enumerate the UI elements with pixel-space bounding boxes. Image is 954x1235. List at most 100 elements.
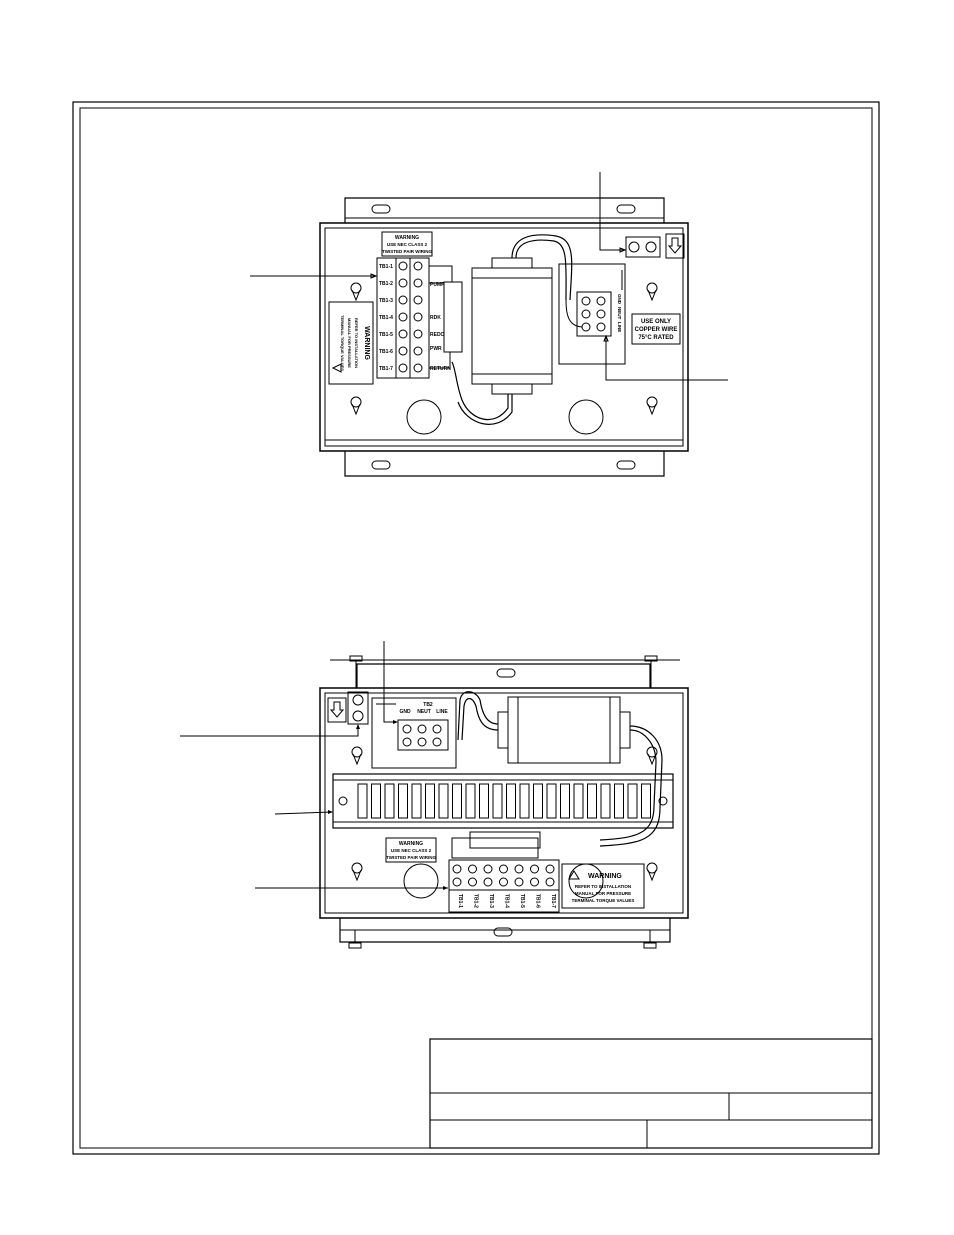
tb1-terminal-label: TB1-4: [504, 894, 510, 908]
bottom-enclosure: TB2 GND NEUT LINE WARNING USE NEC CLASS …: [180, 641, 689, 949]
rail-terminal-slot: [641, 783, 651, 819]
sheet-outer-border: [72, 101, 880, 1155]
tb1-terminal-label: TB1-3: [488, 894, 494, 908]
tb2-gnd-label: GND: [399, 709, 411, 715]
torque-warning-title: WARNING: [363, 326, 370, 360]
nec-warning-line2: TWISTED PAIR WIRING: [382, 249, 432, 254]
nec-warning-line1: USE NEC CLASS 2: [387, 242, 428, 247]
bottom-box-outline: [319, 687, 689, 919]
rail-terminal-slot: [479, 783, 489, 819]
torque-warning-line2: MANUAL FOR PRESSURE: [347, 318, 352, 368]
ground-arrow-icon: [667, 237, 683, 254]
ground-arrow-icon: [329, 701, 345, 718]
rail-terminal-slot: [560, 783, 570, 819]
ground-lug: [625, 236, 661, 258]
torque-warning-line3: TERMINAL TORQUE VALUES: [340, 315, 345, 371]
tb2-line-label: LINE: [617, 322, 622, 332]
tb1-terminal-screws: [398, 261, 423, 373]
tb1-terminal-screw: [545, 864, 555, 874]
tb1-terminal-screw: [530, 877, 539, 887]
rail-terminal-slot: [465, 783, 476, 819]
rdk-label: RDK: [430, 315, 441, 321]
nec-warning-line1: USE NEC CLASS 2: [391, 848, 432, 853]
ground-lug: [347, 691, 369, 725]
tb1-terminal-screw: [468, 877, 477, 887]
tb1-2-label: TB1-2: [379, 281, 393, 287]
top-box-outline: [319, 222, 689, 452]
title-block: [429, 1038, 873, 1149]
rail-terminal-slot: [371, 783, 381, 819]
rail-terminal-slot: [452, 783, 462, 819]
leader-din-rail: [274, 811, 333, 815]
rail-terminal-slot: [614, 783, 624, 819]
tb1-terminal-screw: [499, 877, 508, 887]
rail-terminal-slot: [506, 783, 516, 819]
knockout: [568, 399, 604, 435]
tb1-terminal-screw: [545, 877, 555, 887]
tb2-terminal-block: [576, 291, 612, 337]
tb1-terminal-screw: [499, 864, 508, 874]
rail-terminal-slot: [411, 783, 422, 819]
torque-warning-line1: REFER TO INSTALLATION: [354, 318, 359, 368]
tb1-5-label: TB1-5: [379, 332, 393, 338]
top-enclosure: WARNING USE NEC CLASS 2 TWISTED PAIR WIR…: [250, 172, 728, 477]
rail-terminal-slot: [600, 783, 611, 819]
torque-warning-line1: REFER TO INSTALLATION: [575, 884, 631, 889]
leader-ground-lug: [599, 172, 624, 251]
tb1-6-label: TB1-6: [379, 349, 393, 355]
tb1-1-label: TB1-1: [379, 264, 393, 270]
tb1-terminal-screw: [483, 864, 493, 874]
rail-terminal-slot: [357, 783, 368, 819]
copper-label-line3: 75°C RATED: [638, 335, 674, 341]
copper-label-line2: COPPER WIRE: [635, 327, 678, 333]
tb1-terminal-label: TB1-5: [519, 894, 525, 908]
tb2-neut-label: NEUT: [417, 709, 431, 715]
tb1-terminal-label: TB1-1: [457, 894, 463, 908]
rail-terminal-slot: [533, 783, 543, 819]
torque-warning-line2: MANUAL FOR PRESSURE: [575, 891, 631, 896]
transformer: [471, 267, 553, 385]
rail-terminal-slot: [519, 783, 530, 819]
relay-module: [443, 281, 463, 353]
relay-module: [469, 831, 541, 849]
tb2-mount: [558, 263, 626, 365]
leader-tb2: [605, 337, 728, 381]
pwr-label: PWR: [430, 346, 442, 352]
warning-triangle-icon: [331, 363, 342, 373]
tb2-neut-label: NEUT: [617, 307, 622, 320]
nec-warning-line2: TWISTED PAIR WIRING: [386, 855, 436, 860]
torque-warning-title: WARNING: [588, 873, 622, 880]
torque-warning-line3: TERMINAL TORQUE VALUES: [572, 898, 635, 903]
redo-label: REDO: [430, 332, 445, 338]
rail-terminal-slot: [627, 783, 638, 819]
tb1-terminal-screw: [483, 877, 493, 887]
knockout: [406, 399, 442, 435]
tb2-gnd-label: GND: [617, 294, 622, 305]
sheet-inner-border: [79, 107, 873, 1149]
tb1-terminal-screw: [514, 864, 524, 874]
nec-warning-title: WARNING: [395, 235, 419, 241]
knockout: [403, 863, 439, 899]
tb1-terminal-label: TB1-6: [535, 894, 541, 908]
tb1-terminal-label: TB1-7: [550, 894, 556, 908]
tb1-7-label: TB1-7: [379, 366, 393, 372]
transformer: [507, 696, 621, 764]
tb1-terminal-block: [376, 257, 430, 379]
tb2-terminal-block: [397, 719, 449, 751]
tb2-header-label: TB2: [423, 702, 433, 708]
rail-terminal-slot: [398, 783, 408, 819]
leader-tb2-bottom: [383, 641, 397, 723]
pump-label: PUMP: [430, 282, 445, 288]
din-rail-terminal-strip: [332, 773, 674, 829]
warning-triangle-icon: [568, 870, 580, 880]
rail-terminal-slot: [546, 783, 557, 819]
rail-terminal-slot: [587, 783, 597, 819]
nec-warning-title: WARNING: [399, 841, 423, 847]
tb1-terminal-label: TB1-2: [473, 894, 479, 908]
rail-terminal-slot: [492, 783, 503, 819]
tb1-terminal-screw: [468, 864, 477, 874]
tb1-terminal-block: [448, 859, 560, 913]
tb1-3-label: TB1-3: [379, 298, 393, 304]
tb2-line-label: LINE: [436, 709, 448, 715]
